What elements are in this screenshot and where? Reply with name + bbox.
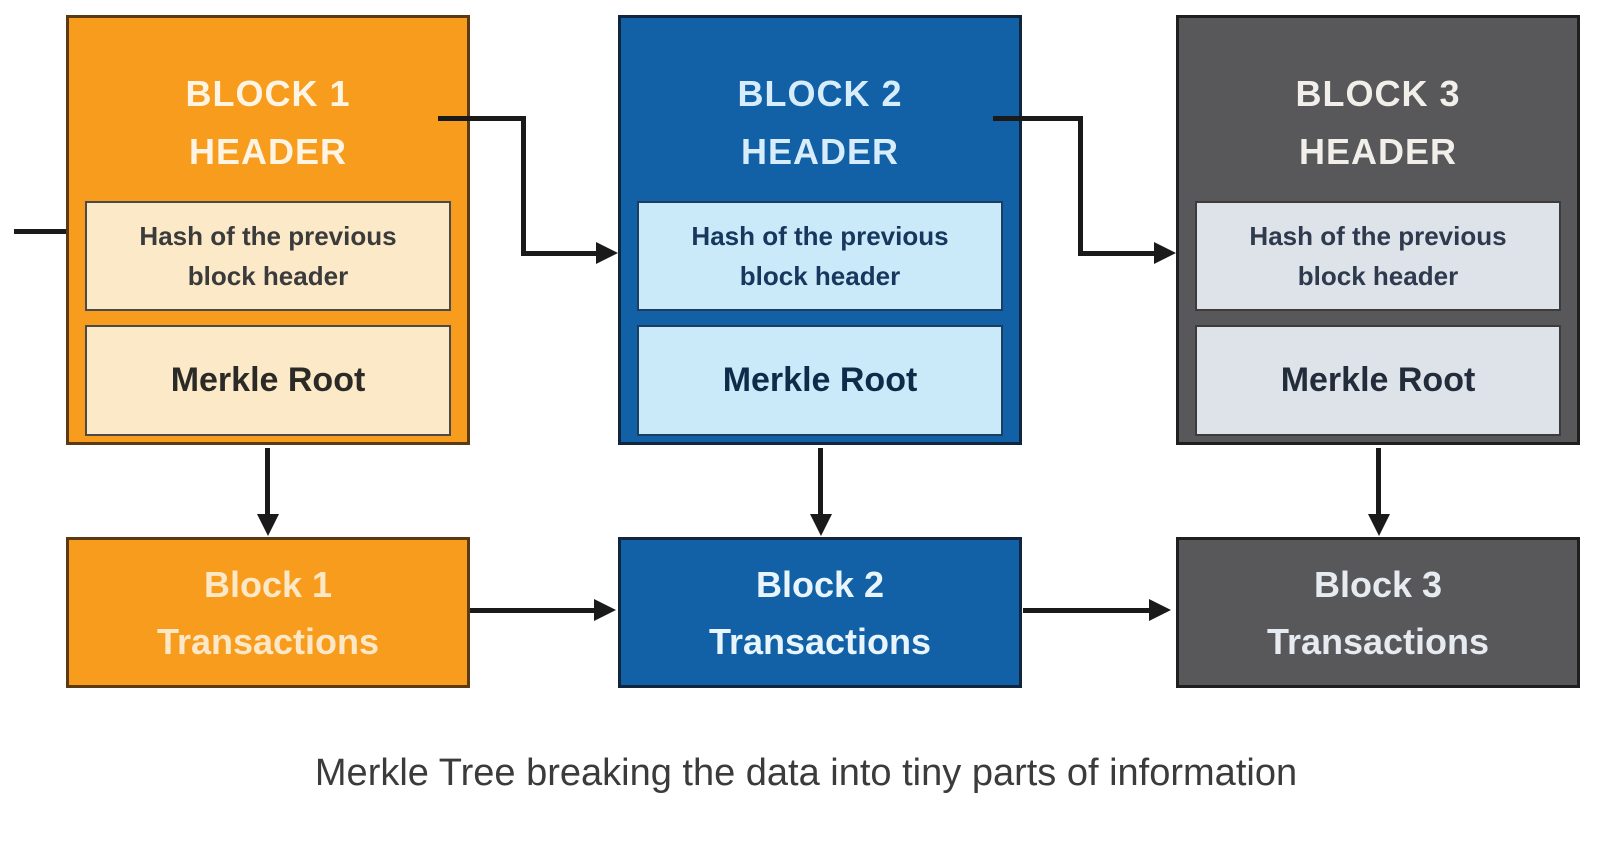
arrow-block1-to-block2-seg3	[521, 251, 598, 256]
arrow-block2-to-block3-head-icon	[1154, 242, 1176, 264]
arrow-block2-to-block3-seg1	[993, 116, 1083, 121]
block3-merkle-label: Merkle Root	[1280, 361, 1476, 399]
block2-trans-line1: Block 2	[755, 563, 885, 605]
block2-transactions: Block 2 Transactions	[618, 537, 1022, 688]
block1-header-title: BLOCK 1 HEADER	[69, 53, 467, 193]
arrow-trans1-to-trans2-shaft	[470, 608, 596, 613]
block2-prev-hash-box: Hash of the previous block header	[637, 201, 1003, 311]
arrow-trans2-to-trans3-head-icon	[1149, 599, 1171, 621]
block1-title-line1: BLOCK 1	[185, 73, 351, 114]
block3-transactions: Block 3 Transactions	[1176, 537, 1580, 688]
block3-prev-hash-box: Hash of the previous block header	[1195, 201, 1561, 311]
block1-header: BLOCK 1 HEADER Hash of the previous bloc…	[66, 15, 470, 445]
block3-hash-line2: block header	[1297, 261, 1459, 291]
block1-merkle-label: Merkle Root	[170, 361, 366, 399]
block1-transactions: Block 1 Transactions	[66, 537, 470, 688]
block1-hash-line2: block header	[187, 261, 349, 291]
block3-trans-line1: Block 3	[1313, 563, 1443, 605]
arrow-down-3-shaft	[1376, 448, 1381, 516]
arrow-down-1-shaft	[265, 448, 270, 516]
arrow-down-2-shaft	[818, 448, 823, 516]
block1-title-line2: HEADER	[188, 131, 347, 172]
diagram-caption: Merkle Tree breaking the data into tiny …	[314, 752, 1298, 794]
block1-hash-line1: Hash of the previous	[139, 221, 397, 251]
block2-hash-line2: block header	[739, 261, 901, 291]
block1-prev-hash-box: Hash of the previous block header	[85, 201, 451, 311]
block2-hash-line1: Hash of the previous	[691, 221, 949, 251]
block3-header-title: BLOCK 3 HEADER	[1179, 53, 1577, 193]
block3-trans-line2: Transactions	[1266, 620, 1490, 662]
block2-merkle-label: Merkle Root	[722, 361, 918, 399]
arrow-block1-to-block2-head-icon	[596, 242, 618, 264]
block1-trans-line1: Block 1	[203, 563, 333, 605]
arrow-block2-to-block3-seg2	[1078, 116, 1083, 256]
block2-header: BLOCK 2 HEADER Hash of the previous bloc…	[618, 15, 1022, 445]
arrow-down-2-head-icon	[810, 514, 832, 536]
block3-title-line1: BLOCK 3	[1295, 73, 1461, 114]
arrow-trans2-to-trans3-shaft	[1023, 608, 1151, 613]
block2-title-line2: HEADER	[740, 131, 899, 172]
incoming-hash-line	[14, 229, 66, 234]
block2-title-line1: BLOCK 2	[737, 73, 903, 114]
block3-header: BLOCK 3 HEADER Hash of the previous bloc…	[1176, 15, 1580, 445]
block1-merkle-root-box: Merkle Root	[85, 325, 451, 436]
block1-trans-line2: Transactions	[156, 620, 380, 662]
block2-merkle-root-box: Merkle Root	[637, 325, 1003, 436]
arrow-down-3-head-icon	[1368, 514, 1390, 536]
arrow-block1-to-block2-seg2	[521, 116, 526, 256]
block3-merkle-root-box: Merkle Root	[1195, 325, 1561, 436]
block2-trans-line2: Transactions	[708, 620, 932, 662]
arrow-down-1-head-icon	[257, 514, 279, 536]
block2-header-title: BLOCK 2 HEADER	[621, 53, 1019, 193]
block3-hash-line1: Hash of the previous	[1249, 221, 1507, 251]
arrow-trans1-to-trans2-head-icon	[594, 599, 616, 621]
arrow-block1-to-block2-seg1	[438, 116, 526, 121]
block3-title-line2: HEADER	[1298, 131, 1457, 172]
arrow-block2-to-block3-seg3	[1078, 251, 1154, 256]
